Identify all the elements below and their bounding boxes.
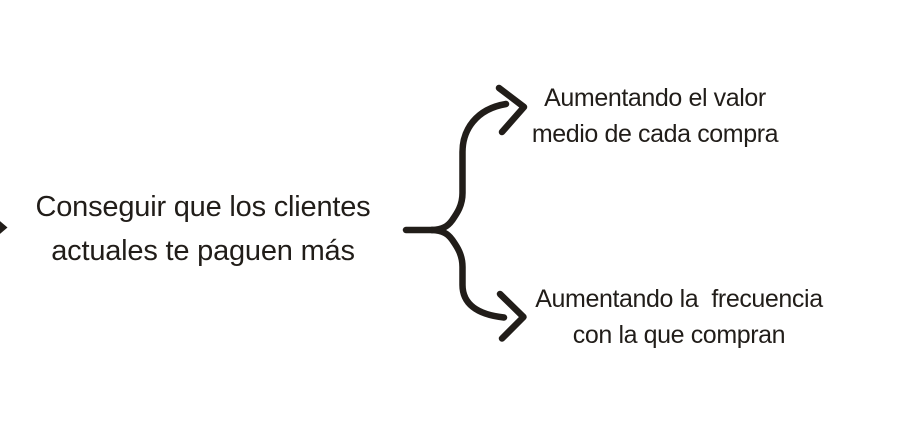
branch-bottom-line2: con la que compran	[572, 321, 786, 349]
root-node-label: Conseguir que los clientes actuales te p…	[0, 185, 406, 273]
brace-lower-arm	[428, 226, 508, 321]
arrow-bottom-icon	[496, 290, 527, 342]
brace-upper-arm	[428, 100, 510, 234]
branch-bottom-label: Aumentando la frecuencia con la que comp…	[518, 281, 840, 353]
arrow-top-icon	[495, 84, 528, 136]
branch-bottom-line1: Aumentando la frecuencia	[535, 285, 823, 313]
branch-top-line2: medio de cada compra	[531, 120, 779, 148]
branch-top-label: Aumentando el valor medio de cada compra	[505, 80, 805, 152]
left-edge-arrow-icon	[0, 221, 8, 234]
root-label-line2: actuales te paguen más	[51, 235, 355, 267]
root-label-line1: Conseguir que los clientes	[35, 191, 371, 223]
branch-top-line1: Aumentando el valor	[544, 84, 766, 112]
